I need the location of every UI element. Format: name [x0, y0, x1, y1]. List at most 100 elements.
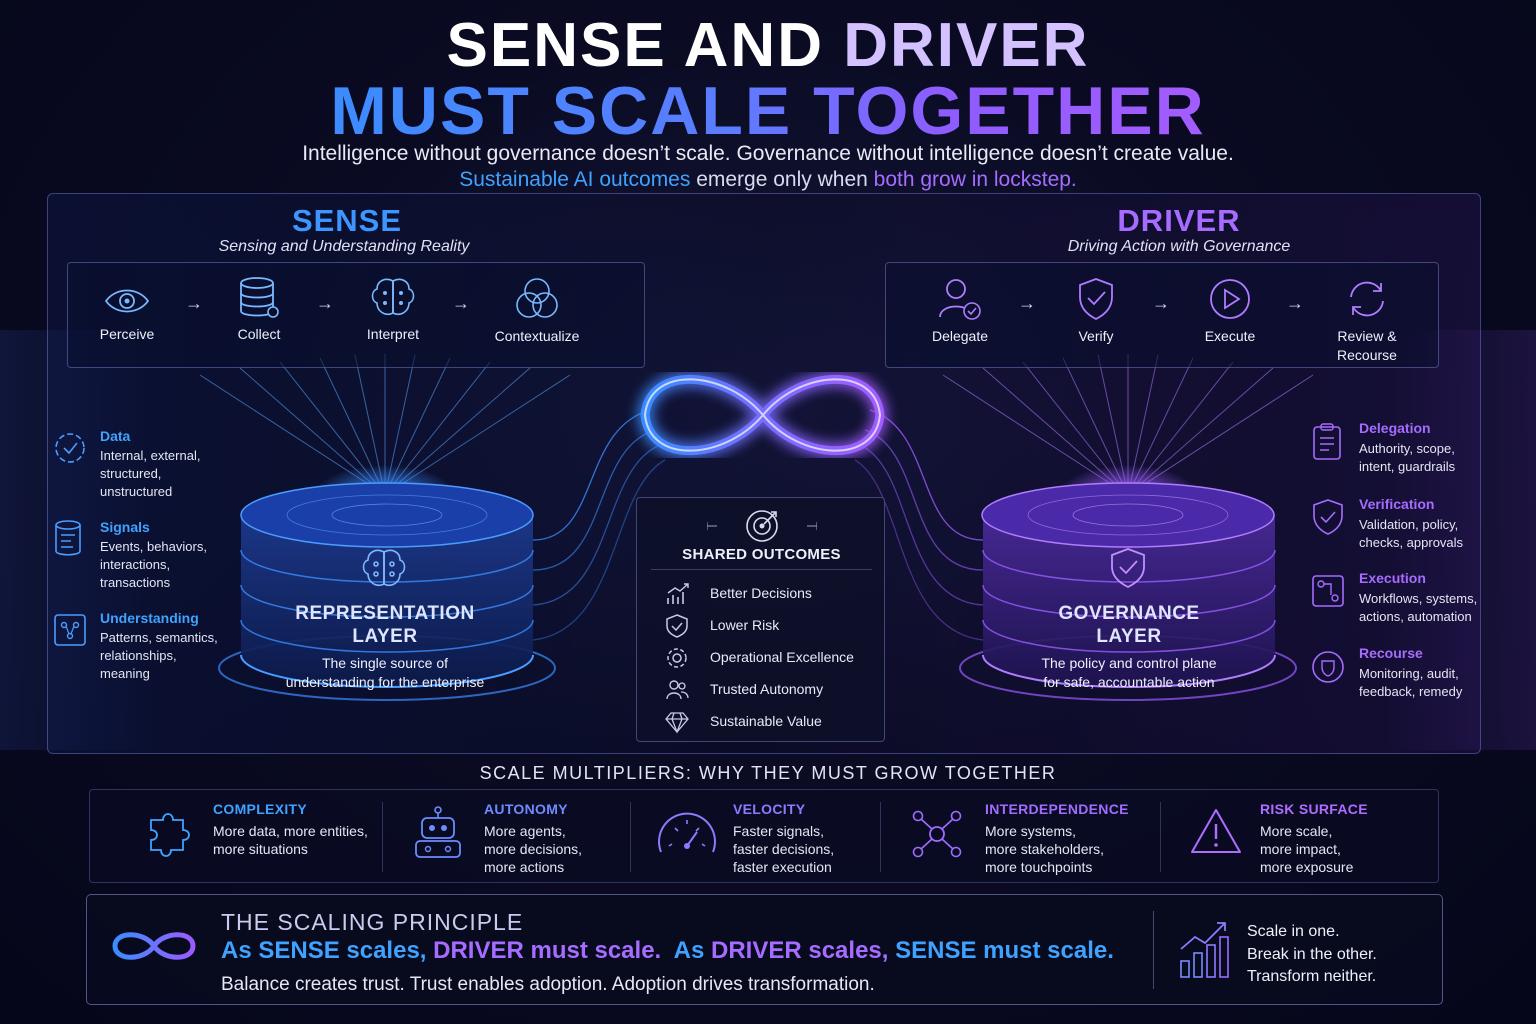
- divider: [382, 802, 383, 872]
- flow-delegate: Delegate: [890, 277, 1030, 346]
- connectors: [532, 409, 984, 641]
- multiplier-risk-surface: RISK SURFACE More scale, more impact, mo…: [1190, 790, 1420, 884]
- outcome-label: Sustainable Value: [710, 713, 822, 729]
- sense-subtitle: Sensing and Understanding Reality: [218, 238, 470, 255]
- driver-flow-box: Delegate → Verify → Execute → Review & R…: [885, 262, 1439, 368]
- multiplier-interdependence: INTERDEPENDENCE More systems, more stake…: [910, 790, 1150, 884]
- layer-desc-line1: The policy and control plane: [1041, 655, 1217, 671]
- side-title: Signals: [100, 519, 150, 535]
- sense-title: SENSE: [291, 203, 403, 238]
- side-desc: Validation, policy, checks, approvals: [1359, 517, 1464, 550]
- chart-up-icon: [667, 583, 689, 604]
- page-title-line2: MUST SCALE TOGETHER: [330, 73, 1206, 149]
- flow-label: Contextualize: [494, 328, 580, 344]
- play-icon: [1210, 279, 1250, 319]
- multiplier-title: COMPLEXITY: [213, 801, 308, 817]
- layer-desc-line2: for safe, accountable action: [1043, 674, 1215, 690]
- side-desc: Patterns, semantics, relationships, mean…: [100, 630, 218, 681]
- governance-desc: The policy and control plane for safe, a…: [999, 654, 1259, 692]
- flow-execute: Execute: [1160, 277, 1300, 346]
- multipliers-heading: SCALE MULTIPLIERS: WHY THEY MUST GROW TO…: [479, 763, 1057, 783]
- sense-side-understanding: Understanding Patterns, semantics, relat…: [52, 608, 252, 688]
- arrow-icon: →: [316, 293, 334, 313]
- arrow-icon: →: [185, 293, 203, 313]
- multipliers-box: COMPLEXITY More data, more entities, mor…: [89, 789, 1439, 883]
- side-desc: Workflows, systems, actions, automation: [1359, 591, 1478, 624]
- divider: [651, 569, 872, 570]
- multiplier-autonomy: AUTONOMY More agents, more decisions, mo…: [412, 790, 632, 884]
- principle-title: THE SCALING PRINCIPLE: [221, 909, 524, 935]
- flow-label-line1: Review &: [1337, 328, 1397, 344]
- outcome-item: Better Decisions: [665, 582, 875, 606]
- subtitle-line2: Sustainable AI outcomes emerge only when…: [459, 168, 1077, 191]
- outcome-label: Better Decisions: [710, 585, 812, 601]
- verification-icon: [1313, 499, 1343, 535]
- outcome-item: Lower Risk: [665, 614, 875, 638]
- divider: [630, 802, 631, 872]
- driver-side-verification: Verification Validation, policy, checks,…: [1311, 494, 1511, 574]
- side-desc: Internal, external, structured, unstruct…: [100, 448, 201, 499]
- arrow-icon: →: [1286, 293, 1304, 313]
- flow-collect: Collect: [189, 277, 329, 344]
- driver-side-recourse: Recourse Monitoring, audit, feedback, re…: [1311, 643, 1511, 723]
- multiplier-desc: More scale, more impact, more exposure: [1260, 823, 1354, 875]
- side-desc: Events, behaviors, interactions, transac…: [100, 539, 207, 590]
- governance-cylinder: [959, 482, 1297, 701]
- driver-side-delegation: Delegation Authority, scope, intent, gua…: [1311, 418, 1511, 498]
- delegate-icon: [939, 279, 981, 320]
- data-icon: [55, 433, 85, 463]
- outcome-label: Operational Excellence: [710, 649, 854, 665]
- multiplier-desc: More systems, more stakeholders, more to…: [985, 823, 1105, 875]
- flow-review-recourse: Review & Recourse: [1297, 277, 1437, 365]
- divider: [880, 802, 881, 872]
- multiplier-title: RISK SURFACE: [1260, 801, 1368, 817]
- warning-icon: [1191, 809, 1241, 853]
- flow-label-line2: Recourse: [1337, 347, 1397, 363]
- side-title: Execution: [1359, 570, 1426, 586]
- shield-check-icon: [666, 614, 688, 638]
- representation-layer: REPRESENTATION LAYER: [260, 602, 510, 648]
- flow-label: Execute: [1204, 328, 1256, 344]
- outcome-label: Lower Risk: [710, 617, 780, 633]
- driver-title: DRIVER: [1117, 203, 1241, 238]
- flow-label: Perceive: [99, 326, 155, 342]
- outcome-item: Sustainable Value: [665, 710, 875, 734]
- multiplier-velocity: VELOCITY Faster signals, faster decision…: [655, 790, 875, 884]
- workflow-icon: [1312, 575, 1344, 607]
- layer-desc-line1: The single source of: [321, 655, 449, 671]
- flow-perceive: Perceive: [57, 283, 197, 344]
- recourse-icon: [1312, 651, 1344, 683]
- flow-label: Delegate: [931, 328, 989, 344]
- sense-side-data: Data Internal, external, structured, uns…: [52, 426, 252, 506]
- side-title: Data: [100, 428, 131, 444]
- flow-label: Collect: [237, 326, 281, 342]
- representation-desc: The single source of understanding for t…: [255, 654, 515, 692]
- sense-side-signals: Signals Events, behaviors, interactions,…: [52, 517, 252, 597]
- layer-title-line2: LAYER: [352, 626, 418, 647]
- divider: [1153, 911, 1154, 989]
- refresh-icon: [1350, 281, 1384, 317]
- layer-title-line2: LAYER: [1096, 626, 1162, 647]
- governance-layer: GOVERNANCE LAYER: [1004, 602, 1254, 648]
- multiplier-desc: More data, more entities, more situation…: [213, 823, 368, 857]
- flow-verify: Verify: [1026, 277, 1166, 346]
- gear-icon: [667, 648, 687, 668]
- brain-icon: [371, 278, 415, 316]
- shield-check-icon: [1079, 278, 1113, 321]
- side-title: Verification: [1359, 496, 1435, 512]
- clipboard-icon: [1313, 423, 1341, 460]
- puzzle-icon: [150, 813, 190, 857]
- database-icon: [240, 277, 279, 318]
- multiplier-title: VELOCITY: [733, 801, 806, 817]
- infinity-loop-icon: [636, 371, 889, 459]
- arrow-icon: →: [1018, 293, 1036, 313]
- signals-icon: [55, 520, 81, 556]
- robot-icon: [415, 806, 461, 858]
- flow-contextualize: Contextualize: [467, 277, 607, 346]
- scaling-principle-box: THE SCALING PRINCIPLE As SENSE scales, D…: [86, 894, 1443, 1005]
- principle-tagline: Scale in one. Break in the other. Transf…: [1247, 923, 1377, 985]
- driver-side-execution: Execution Workflows, systems, actions, a…: [1311, 568, 1511, 648]
- shield-check-icon: [1111, 548, 1145, 589]
- divider: [1160, 802, 1161, 872]
- subtitle-line1: Intelligence without governance doesn’t …: [302, 142, 1234, 165]
